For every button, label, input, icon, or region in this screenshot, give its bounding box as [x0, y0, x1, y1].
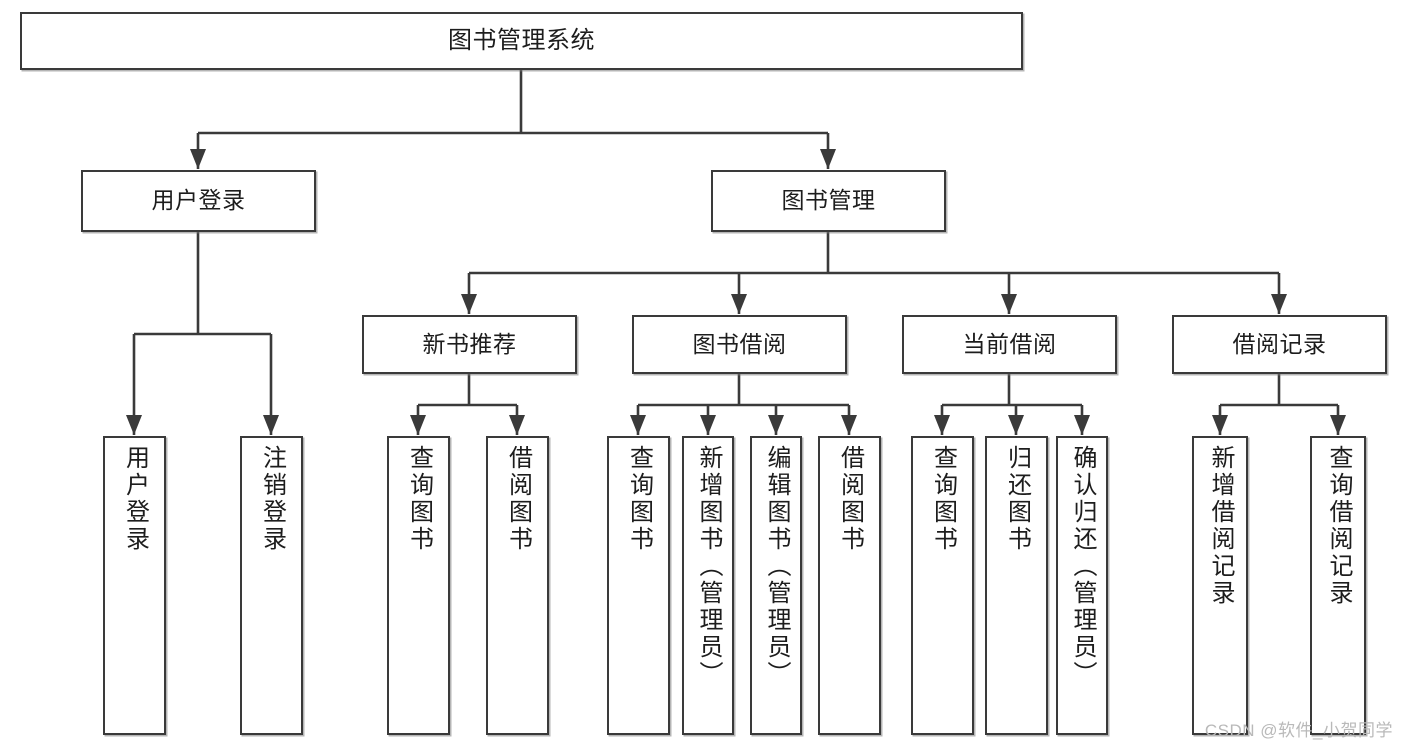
arrowhead-book-manage-children-0 [461, 294, 477, 314]
arrowhead-book-borrow-children-1 [700, 415, 716, 435]
node-label-borrow-record: 借阅记录 [1232, 330, 1327, 357]
node-label-leaf-query-rec: 查询借阅记录 [1325, 445, 1352, 607]
node-leaf-borrow-1[interactable]: 借阅图书 [486, 436, 549, 735]
node-label-leaf-login: 用户登录 [121, 445, 149, 553]
node-leaf-query-rec[interactable]: 查询借阅记录 [1310, 436, 1366, 735]
arrowhead-record-children-1 [1330, 415, 1346, 435]
node-label-leaf-query-2: 查询图书 [625, 445, 653, 553]
arrowhead-book-borrow-children-0 [630, 415, 646, 435]
node-label-leaf-borrow-1: 借阅图书 [504, 445, 532, 553]
arrowhead-root-to-level1-0 [190, 149, 206, 169]
node-leaf-add-book[interactable]: 新增图书（管理员） [682, 436, 734, 735]
node-leaf-return[interactable]: 归还图书 [985, 436, 1048, 735]
node-label-leaf-return: 归还图书 [1003, 445, 1031, 553]
node-label-leaf-add-book: 新增图书（管理员） [695, 445, 722, 688]
node-root[interactable]: 图书管理系统 [20, 12, 1023, 70]
node-book-manage[interactable]: 图书管理 [711, 170, 946, 232]
node-borrow-record[interactable]: 借阅记录 [1172, 315, 1387, 374]
node-user-login[interactable]: 用户登录 [81, 170, 316, 232]
node-book-borrow[interactable]: 图书借阅 [632, 315, 847, 374]
node-label-current-borrow: 当前借阅 [962, 330, 1057, 357]
arrowhead-user-login-children-0 [126, 415, 142, 435]
node-label-leaf-add-rec: 新增借阅记录 [1207, 445, 1234, 607]
arrowhead-new-book-children-1 [509, 415, 525, 435]
arrowhead-root-to-level1-1 [820, 149, 836, 169]
node-label-book-manage: 图书管理 [781, 187, 876, 214]
arrowhead-book-borrow-children-2 [768, 415, 784, 435]
arrowhead-current-children-2 [1074, 415, 1090, 435]
node-label-leaf-confirm: 确认归还（管理员） [1069, 445, 1096, 688]
node-leaf-edit-book[interactable]: 编辑图书（管理员） [750, 436, 802, 735]
arrowhead-book-manage-children-2 [1001, 294, 1017, 314]
node-leaf-query-2[interactable]: 查询图书 [607, 436, 670, 735]
arrowhead-book-manage-children-1 [731, 294, 747, 314]
arrowhead-current-children-1 [1008, 415, 1024, 435]
node-label-user-login: 用户登录 [151, 187, 246, 214]
node-leaf-login[interactable]: 用户登录 [103, 436, 166, 735]
arrowhead-book-borrow-children-3 [841, 415, 857, 435]
node-leaf-add-rec[interactable]: 新增借阅记录 [1192, 436, 1248, 735]
node-leaf-query-1[interactable]: 查询图书 [387, 436, 450, 735]
arrowhead-book-manage-children-3 [1271, 294, 1287, 314]
node-leaf-borrow-2[interactable]: 借阅图书 [818, 436, 881, 735]
node-label-leaf-borrow-2: 借阅图书 [836, 445, 864, 553]
node-label-root: 图书管理系统 [448, 26, 595, 54]
node-leaf-query-3[interactable]: 查询图书 [911, 436, 974, 735]
watermark-text: CSDN @软件_小贺同学 [1204, 721, 1393, 740]
node-label-leaf-query-1: 查询图书 [405, 445, 433, 553]
node-leaf-confirm[interactable]: 确认归还（管理员） [1056, 436, 1108, 735]
arrowhead-new-book-children-0 [410, 415, 426, 435]
arrowhead-current-children-0 [934, 415, 950, 435]
arrowhead-user-login-children-1 [263, 415, 279, 435]
node-current-borrow[interactable]: 当前借阅 [902, 315, 1117, 374]
node-leaf-logout[interactable]: 注销登录 [240, 436, 303, 735]
node-label-leaf-logout: 注销登录 [258, 445, 286, 553]
node-label-leaf-edit-book: 编辑图书（管理员） [763, 445, 790, 688]
node-label-leaf-query-3: 查询图书 [929, 445, 957, 553]
node-label-book-borrow: 图书借阅 [692, 330, 787, 357]
node-label-new-book-rec: 新书推荐 [422, 330, 517, 357]
arrowhead-record-children-0 [1212, 415, 1228, 435]
node-new-book-rec[interactable]: 新书推荐 [362, 315, 577, 374]
